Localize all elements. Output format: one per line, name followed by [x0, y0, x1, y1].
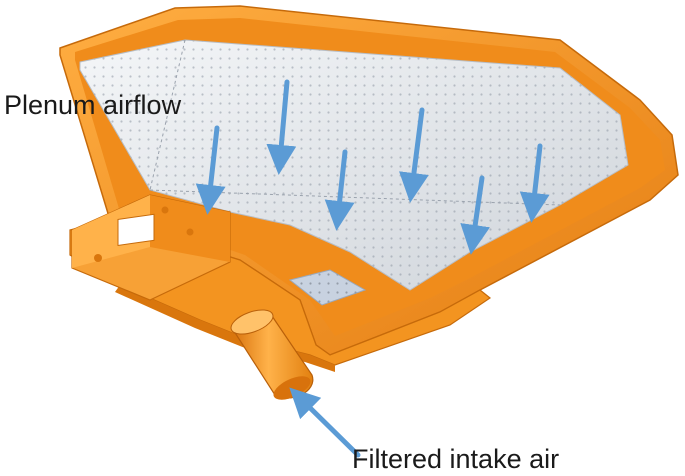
arrow-down-icon: [324, 149, 355, 231]
filter-mesh: [288, 269, 367, 306]
arrow-down-icon: [460, 175, 490, 255]
arrow-down-icon: [519, 143, 550, 223]
arrow-down-icon: [195, 125, 226, 215]
intake-arrow: [289, 387, 361, 458]
filtered-intake-air-label: Filtered intake air: [352, 444, 560, 474]
plenum-airflow-label: Plenum airflow: [4, 90, 182, 120]
plenum-plate: [79, 39, 629, 291]
arrow-down-icon: [266, 79, 297, 175]
arrow-up-left-icon: [289, 387, 361, 458]
arrow-down-icon: [399, 107, 429, 203]
airflow-arrows: [195, 79, 550, 255]
intake-tube: [230, 309, 314, 400]
